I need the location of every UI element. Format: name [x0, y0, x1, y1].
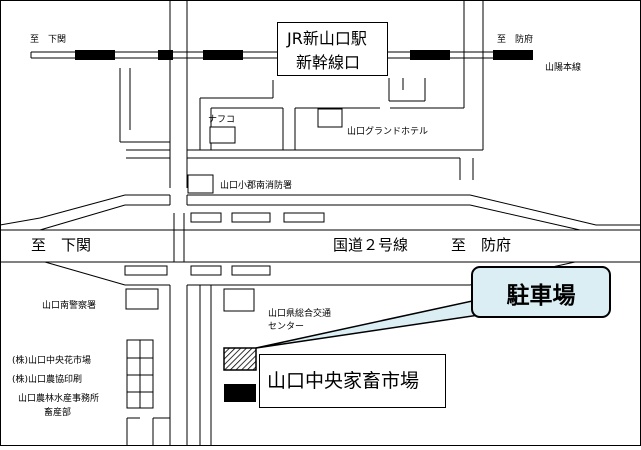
police-label: 山口南警察署	[42, 301, 97, 311]
callout-bubble	[471, 266, 611, 318]
market-box	[259, 354, 446, 408]
station-box	[277, 22, 388, 76]
transport-center-building	[223, 288, 255, 312]
national-route-label: 国道２号線	[333, 236, 409, 254]
national-route-road	[0, 194, 640, 286]
route-west-top: 至 下関	[30, 35, 67, 45]
transport-center-label-2: センター	[268, 322, 305, 332]
station-name: JR新山口駅	[287, 29, 367, 48]
office-label-2: 畜産部	[44, 408, 72, 418]
nafuko-label: ナフコ	[208, 115, 236, 125]
office-label-1: 山口農林水産事務所	[18, 394, 100, 404]
south-streets	[126, 285, 212, 446]
sanyo-line-label: 山陽本線	[545, 63, 582, 73]
nokyo-print-label: (株)山口農協印刷	[12, 375, 83, 385]
grand-hotel-label: 山口グランドホテル	[347, 127, 429, 137]
route-east-top: 至 防府	[497, 35, 534, 45]
fire-station-label: 山口小郡南消防署	[220, 181, 293, 191]
buildings	[125, 108, 343, 312]
fire-station-building	[187, 174, 214, 194]
flower-market-label: (株)山口中央花市場	[12, 356, 92, 366]
grand-hotel-building	[317, 108, 343, 128]
market-label: 山口中央家畜市場	[267, 370, 420, 392]
police-building	[125, 288, 159, 310]
nafuko-building	[209, 126, 236, 144]
transport-center-label-1: 山口県総合交通	[268, 309, 332, 319]
shinkansen-exit: 新幹線口	[296, 53, 361, 72]
market-marker	[224, 384, 256, 402]
road-west-label: 至 下関	[31, 236, 92, 254]
road-east-label: 至 防府	[451, 236, 512, 254]
parking-callout-label: 駐車場	[506, 283, 576, 309]
parking-marker	[223, 347, 257, 371]
